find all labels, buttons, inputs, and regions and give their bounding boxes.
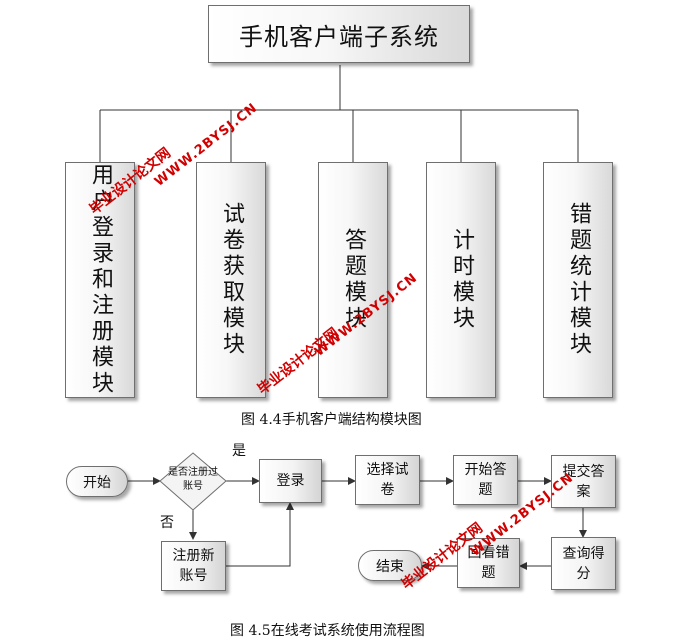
- flow-review-label: 回看错题: [467, 545, 510, 581]
- module-label: 试卷获取模块: [219, 202, 244, 358]
- decision-diamond: [159, 452, 227, 511]
- flow-register: 注册新账号: [161, 541, 226, 591]
- flow-query-score: 查询得分: [551, 537, 616, 590]
- flow-start: 开始: [66, 466, 128, 497]
- module-label: 答题模块: [341, 228, 366, 332]
- module-error-stats: 错题统计模块: [543, 162, 613, 398]
- flowchart-connectors: [128, 452, 587, 570]
- root-module-label: 手机客户端子系统: [239, 22, 439, 51]
- module-paper-fetch: 试卷获取模块: [196, 162, 266, 398]
- flow-start-label: 开始: [83, 474, 111, 491]
- flow-query-label: 查询得分: [562, 545, 605, 582]
- flow-end: 结束: [358, 550, 422, 581]
- flow-start-answer-label: 开始答题: [464, 462, 507, 498]
- flow-start-answer: 开始答题: [453, 455, 518, 505]
- flow-select-label: 选择试卷: [366, 462, 409, 498]
- flow-login-label: 登录: [276, 473, 305, 489]
- figure-4-5-caption: 图 4.5在线考试系统使用流程图: [230, 623, 425, 639]
- root-module-box: 手机客户端子系统: [208, 5, 470, 63]
- flow-submit: 提交答案: [551, 455, 616, 508]
- flow-login: 登录: [259, 459, 322, 503]
- module-user-login-register: 用户登录和注册模块: [65, 162, 135, 398]
- figure-4-4-caption: 图 4.4手机客户端结构模块图: [241, 412, 422, 428]
- no-label: 否: [160, 515, 174, 531]
- flow-select-paper: 选择试卷: [355, 455, 420, 505]
- structure-connectors: [99, 65, 579, 162]
- flow-end-label: 结束: [376, 558, 404, 575]
- decision-text: 是否注册过账号: [168, 467, 218, 492]
- flow-review-errors: 回看错题: [457, 538, 520, 588]
- flow-submit-label: 提交答案: [562, 463, 605, 500]
- yes-label: 是: [232, 443, 246, 459]
- module-answer: 答题模块: [318, 162, 388, 398]
- flow-decision-label: 是否注册过账号: [166, 466, 220, 494]
- flow-register-label: 注册新账号: [172, 548, 215, 584]
- module-label: 用户登录和注册模块: [88, 163, 113, 397]
- module-timer: 计时模块: [426, 162, 496, 398]
- module-label: 错题统计模块: [566, 202, 591, 358]
- module-label: 计时模块: [449, 228, 474, 332]
